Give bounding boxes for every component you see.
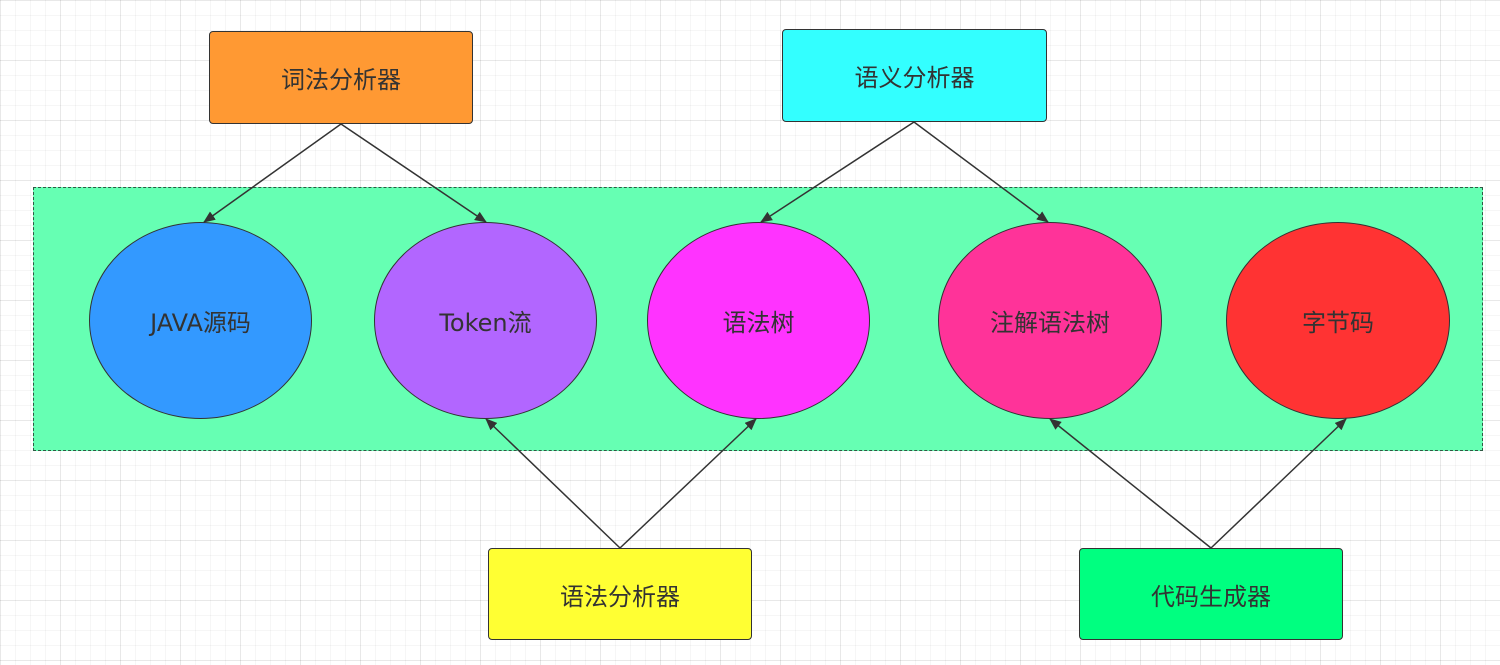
token-stream-label: Token流 — [439, 309, 532, 337]
annotated-syntax-tree-node[interactable]: 注解语法树 — [938, 222, 1162, 419]
lexical-analyzer-node[interactable]: 词法分析器 — [209, 31, 473, 124]
syntax-analyzer-label: 语法分析器 — [560, 582, 680, 611]
java-source-label: JAVA源码 — [150, 309, 251, 337]
syntax-analyzer-node[interactable]: 语法分析器 — [488, 548, 752, 640]
semantic-analyzer-label: 语义分析器 — [854, 64, 975, 92]
syntax-tree-node[interactable]: 语法树 — [647, 222, 870, 419]
annotated-syntax-tree-label: 注解语法树 — [990, 309, 1110, 337]
bytecode-label: 字节码 — [1302, 309, 1374, 337]
token-stream-node[interactable]: Token流 — [374, 222, 597, 419]
code-generator-label: 代码生成器 — [1151, 582, 1271, 611]
bytecode-node[interactable]: 字节码 — [1226, 222, 1450, 419]
lexical-analyzer-label: 词法分析器 — [281, 66, 401, 94]
syntax-tree-label: 语法树 — [722, 309, 795, 337]
code-generator-node[interactable]: 代码生成器 — [1079, 548, 1343, 640]
semantic-analyzer-node[interactable]: 语义分析器 — [782, 29, 1047, 122]
java-source-node[interactable]: JAVA源码 — [89, 222, 312, 419]
